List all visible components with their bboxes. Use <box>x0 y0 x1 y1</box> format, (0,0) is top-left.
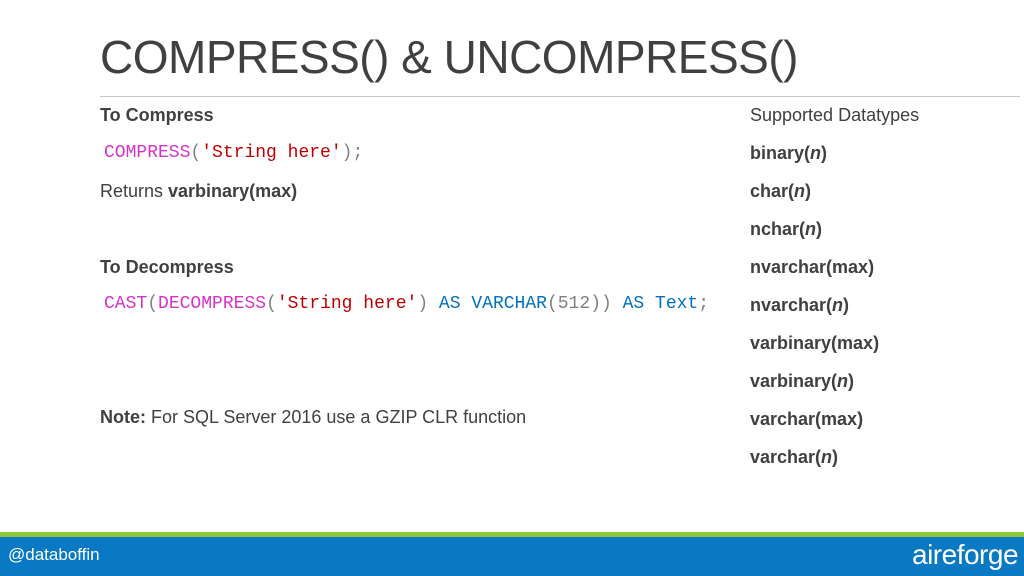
code-keyword: AS <box>428 294 472 314</box>
title-divider <box>100 96 1020 97</box>
code-paren: ( <box>190 143 202 163</box>
note-text: For SQL Server 2016 use a GZIP CLR funct… <box>146 407 527 427</box>
slide-title: COMPRESS() & UNCOMPRESS() <box>100 31 798 83</box>
datatypes-heading: Supported Datatypes <box>750 105 920 125</box>
code-paren: ( <box>147 294 159 314</box>
datatype-item: nchar(n) <box>750 219 823 239</box>
decompress-code: CAST(DECOMPRESS('String here') AS VARCHA… <box>104 294 709 314</box>
footer-bar <box>0 537 1024 576</box>
datatype-item: char(n) <box>750 181 812 201</box>
social-handle: @databoffin <box>8 545 100 564</box>
code-alias: Text <box>655 294 699 314</box>
note-label: Note: <box>100 407 146 427</box>
code-string: 'String here' <box>276 294 418 314</box>
code-function: DECOMPRESS <box>158 294 267 314</box>
returns-line: Returns varbinary(max) <box>100 181 297 202</box>
code-function: COMPRESS <box>104 143 191 163</box>
datatype-item: nvarchar(n) <box>750 295 850 315</box>
code-paren: ) <box>417 294 429 314</box>
datatype-item: varchar(n) <box>750 447 839 467</box>
code-string: 'String here' <box>201 143 342 163</box>
code-paren: ( <box>266 294 277 314</box>
code-type: VARCHAR <box>471 294 547 314</box>
code-paren: )) <box>590 294 612 314</box>
decompress-heading: To Decompress <box>100 257 234 277</box>
brand-logo: aireforge <box>912 539 1019 570</box>
datatype-item: nvarchar(max) <box>750 257 875 277</box>
datatype-item: varbinary(max) <box>750 333 880 353</box>
code-number: 512 <box>557 294 591 314</box>
compress-heading: To Compress <box>100 105 214 125</box>
note-line: Note: For SQL Server 2016 use a GZIP CLR… <box>100 407 526 428</box>
code-function: CAST <box>104 294 148 314</box>
compress-code: COMPRESS('String here'); <box>104 143 363 163</box>
code-paren: ); <box>341 143 364 163</box>
datatype-item: varchar(max) <box>750 409 864 429</box>
datatype-item: binary(n) <box>750 143 828 163</box>
returns-prefix: Returns <box>100 181 169 201</box>
code-paren: ( <box>546 294 558 314</box>
datatype-item: varbinary(n) <box>750 371 855 391</box>
code-semicolon: ; <box>698 294 710 314</box>
returns-type: varbinary(max) <box>168 181 298 201</box>
code-keyword: AS <box>611 294 656 314</box>
footer-accent-bar <box>0 532 1024 537</box>
